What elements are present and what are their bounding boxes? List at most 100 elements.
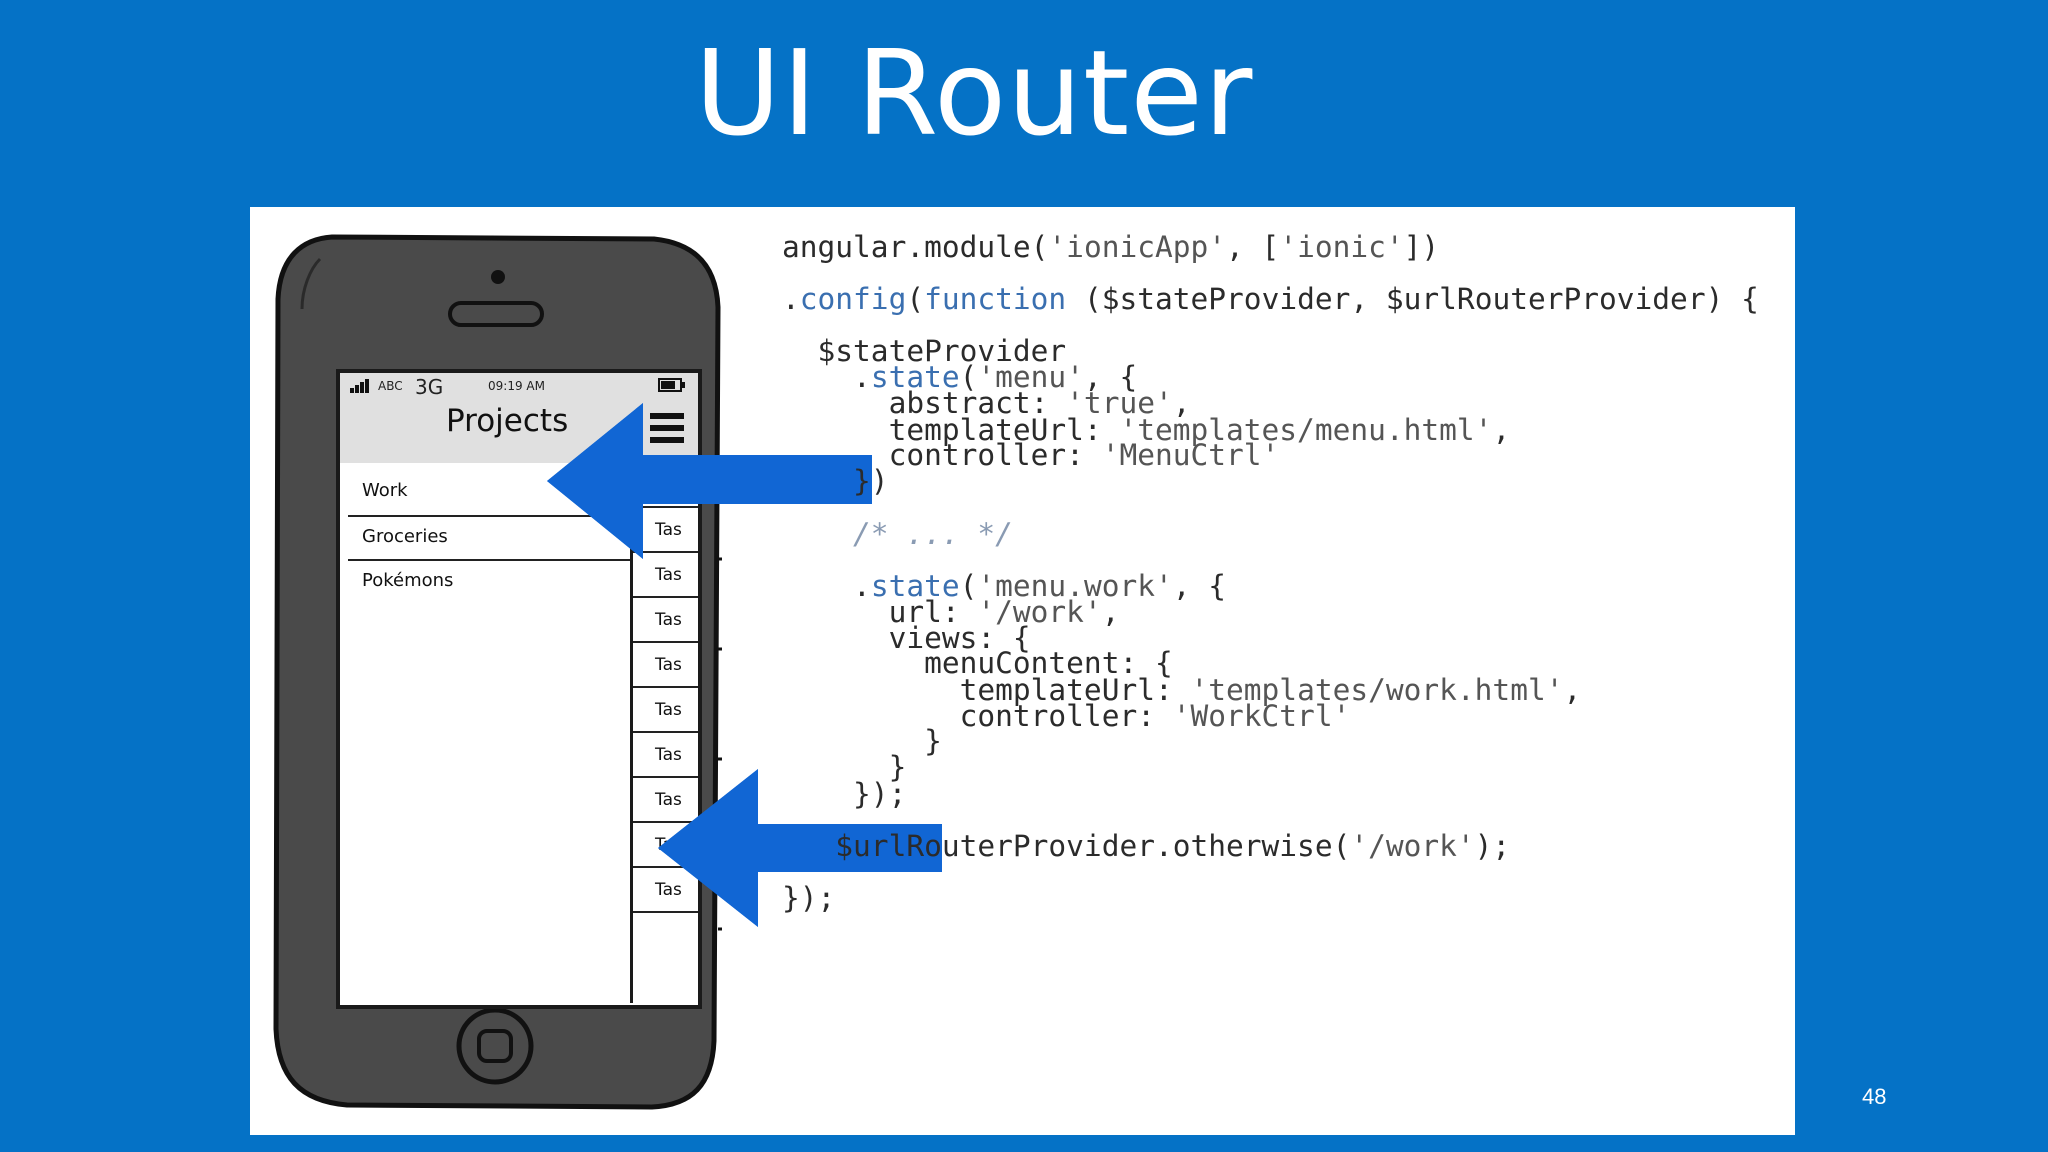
code-line: } <box>782 749 907 785</box>
code-comment: /* ... */ <box>853 517 1013 551</box>
phone-screen: ABC 3G 09:19 AM Projects Work Groceries … <box>336 369 702 1009</box>
code-token: }); <box>782 777 907 811</box>
code-token: abstract: <box>782 386 1067 420</box>
signal-bars-icon <box>350 379 369 393</box>
code-token: , <box>1563 673 1582 707</box>
code-string: 'ionicApp' <box>1048 230 1227 264</box>
code-token: angular.module( <box>782 230 1049 264</box>
code-token: $stateProvider <box>782 334 1067 368</box>
list-item-groceries[interactable]: Groceries <box>362 526 448 547</box>
code-line: url: '/work', <box>782 594 1120 630</box>
slide-number: 48 <box>1862 1084 1887 1109</box>
list-item-work[interactable]: Work <box>362 480 408 501</box>
code-token: templateUrl: <box>782 673 1191 707</box>
code-string: 'templates/menu.html' <box>1119 413 1493 447</box>
code-token: , { <box>1083 360 1138 394</box>
projects-title: Projects <box>446 403 569 439</box>
task-cell[interactable]: Tas <box>633 508 698 553</box>
code-line: views: { <box>782 620 1031 656</box>
code-line: }); <box>782 776 906 812</box>
code-string: 'true' <box>1066 386 1173 420</box>
list-divider <box>348 515 630 517</box>
code-string: 'menu' <box>977 360 1084 394</box>
code-line: .state('menu.work', { <box>782 568 1226 604</box>
code-line: abstract: 'true', <box>782 385 1191 421</box>
phone-mockup: ABC 3G 09:19 AM Projects Work Groceries … <box>272 229 722 1114</box>
code-token: . <box>782 569 871 603</box>
code-line: templateUrl: 'templates/menu.html', <box>782 412 1511 448</box>
status-carrier: ABC <box>378 379 403 393</box>
code-token: , { <box>1172 569 1227 603</box>
code-token: ); <box>1474 829 1511 863</box>
code-string: 'WorkCtrl' <box>1172 699 1351 733</box>
code-string: 'MenuCtrl' <box>1101 438 1280 472</box>
code-line: controller: 'WorkCtrl' <box>782 698 1351 734</box>
phone-status-bar: ABC 3G 09:19 AM <box>340 373 698 399</box>
hamburger-menu-icon[interactable] <box>648 411 688 445</box>
code-token: ]) <box>1403 230 1440 264</box>
code-token: } <box>782 724 942 758</box>
code-token: url: <box>782 595 978 629</box>
code-token: function <box>924 282 1067 316</box>
battery-icon <box>658 378 685 392</box>
task-cell[interactable]: Tas <box>633 643 698 688</box>
task-cell[interactable]: Tas <box>633 688 698 733</box>
code-token: menuContent: { <box>782 646 1173 680</box>
code-token: } <box>782 750 907 784</box>
code-token: . <box>782 282 800 316</box>
code-line: .config(function ($stateProvider, $urlRo… <box>782 281 1759 317</box>
code-token: , <box>1492 413 1511 447</box>
task-cell[interactable]: Tas <box>633 733 698 778</box>
code-token: ( <box>959 569 978 603</box>
slide-title: UI Router <box>694 24 1254 162</box>
code-line: $urlRouterProvider.otherwise('/work'); <box>782 828 1510 864</box>
code-token: templateUrl: <box>782 413 1120 447</box>
code-token: }) <box>782 464 889 498</box>
code-string: '/work' <box>1350 829 1475 863</box>
code-token: state <box>870 360 960 394</box>
code-token: . <box>782 360 871 394</box>
code-line: templateUrl: 'templates/work.html', <box>782 672 1582 708</box>
code-string: 'ionic' <box>1279 230 1404 264</box>
code-token: views: { <box>782 621 1031 655</box>
code-token: , [ <box>1226 230 1280 264</box>
code-line: } <box>782 723 942 759</box>
task-cell[interactable]: Tas <box>633 823 698 868</box>
code-line: .state('menu', { <box>782 359 1137 395</box>
code-token: ( <box>906 282 925 316</box>
task-cell[interactable]: Tas <box>633 553 698 598</box>
task-cell[interactable]: Tas <box>633 868 698 913</box>
task-cell[interactable]: Tas <box>633 463 698 508</box>
code-token: controller: <box>782 699 1173 733</box>
status-time: 09:19 AM <box>488 379 545 393</box>
code-line: angular.module('ionicApp', ['ionic']) <box>782 229 1439 265</box>
code-token: state <box>870 569 960 603</box>
code-token <box>782 517 853 551</box>
content-panel: ABC 3G 09:19 AM Projects Work Groceries … <box>250 207 1795 1135</box>
code-line: }); <box>782 880 835 916</box>
home-button-icon[interactable] <box>456 1007 534 1085</box>
code-token: , <box>1101 595 1120 629</box>
task-cell[interactable]: Tas <box>633 598 698 643</box>
list-divider <box>348 559 630 561</box>
code-string: 'templates/work.html' <box>1190 673 1564 707</box>
code-token: }); <box>782 881 836 915</box>
code-line: controller: 'MenuCtrl' <box>782 437 1280 473</box>
task-cell[interactable]: Tas <box>633 778 698 823</box>
code-token: , <box>1172 386 1191 420</box>
code-token: ( <box>959 360 978 394</box>
code-token: ($stateProvider, $urlRouterProvider) { <box>1066 282 1759 316</box>
code-line: $stateProvider <box>782 333 1067 369</box>
code-token: controller: <box>782 438 1102 472</box>
code-token: config <box>799 282 907 316</box>
status-network: 3G <box>415 375 444 399</box>
code-line: /* ... */ <box>782 516 1013 552</box>
code-token: $urlRouterProvider.otherwise( <box>782 829 1351 863</box>
code-string: '/work' <box>977 595 1102 629</box>
speaker-slot-icon <box>448 301 544 327</box>
list-item-pokemons[interactable]: Pokémons <box>362 570 454 591</box>
camera-icon <box>491 270 505 284</box>
code-string: 'menu.work' <box>977 569 1173 603</box>
code-line: menuContent: { <box>782 645 1173 681</box>
